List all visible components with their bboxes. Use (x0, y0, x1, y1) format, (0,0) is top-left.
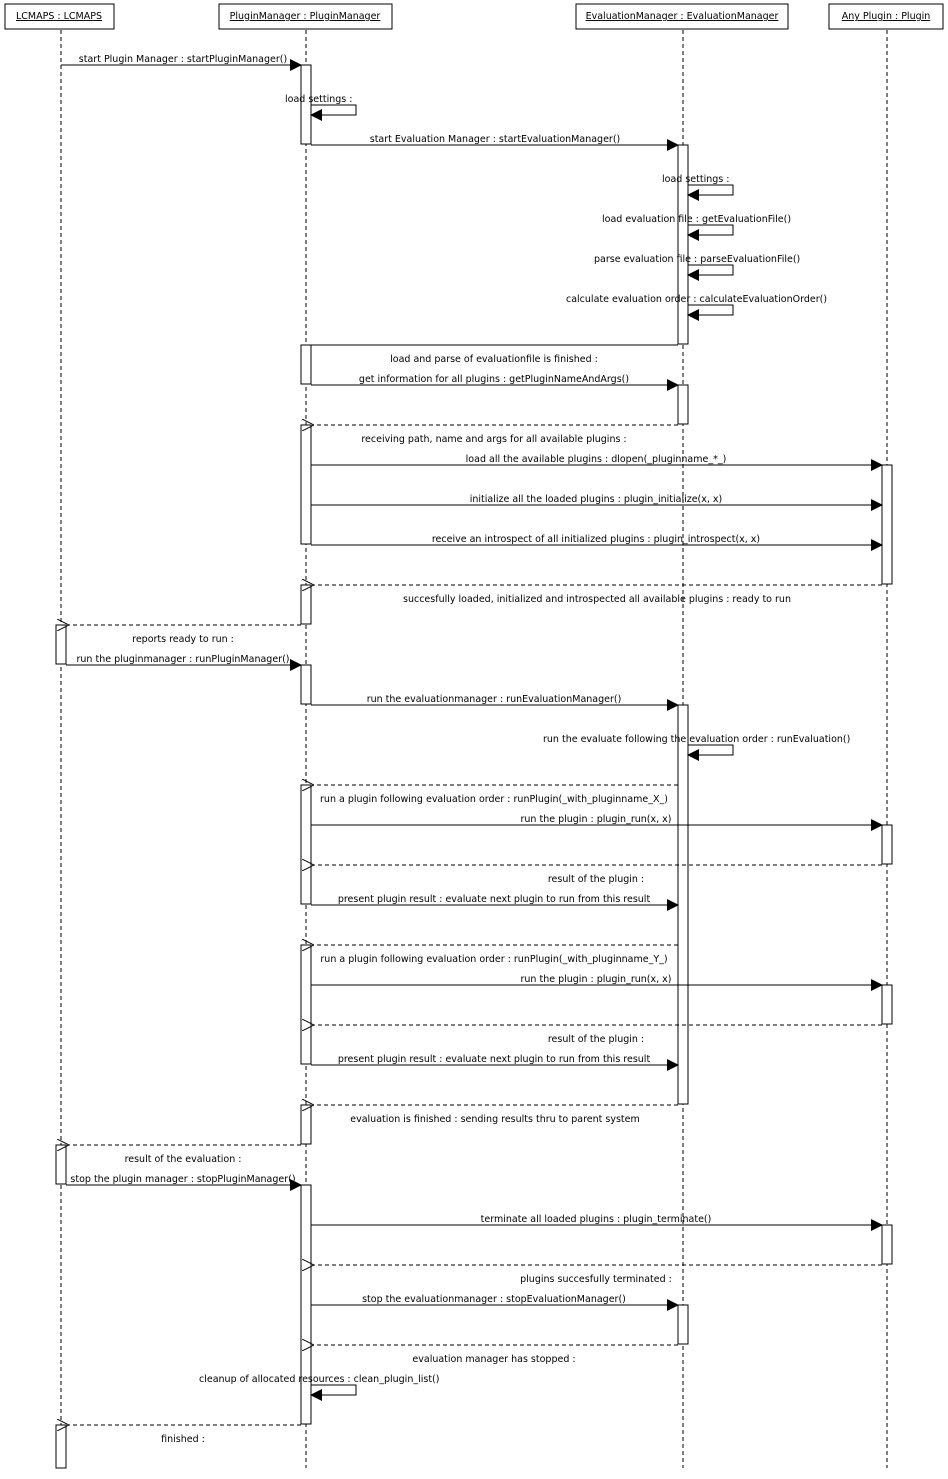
participant-label: Any Plugin : Plugin (842, 11, 931, 22)
message-label: stop the evaluationmanager : stopEvaluat… (362, 1294, 626, 1305)
activation-bar (677, 704, 689, 1105)
message-label: evaluation is finished : sending results… (350, 1114, 639, 1125)
message-label: run the evaluationmanager : runEvaluatio… (367, 694, 622, 705)
message-label: reports ready to run : (132, 634, 234, 645)
activation-bars (55, 64, 893, 1469)
message-label: present plugin result : evaluate next pl… (338, 1054, 651, 1065)
activation-bar (300, 784, 312, 905)
activation-bar (55, 1144, 67, 1185)
lifelines (60, 30, 888, 1468)
participant-lcmaps[interactable]: LCMAPS : LCMAPS (4, 3, 115, 30)
message-arrow (687, 264, 734, 281)
activation-bar (300, 1104, 312, 1145)
activation-bar (300, 424, 312, 545)
participant-label: LCMAPS : LCMAPS (16, 11, 102, 22)
message-arrow (310, 1384, 357, 1401)
message-label: parse evaluation file : parseEvaluationF… (594, 254, 800, 265)
activation-bar (300, 344, 312, 385)
message-label: finished : (161, 1434, 205, 1445)
message-label: result of the plugin : (548, 1034, 644, 1045)
message-label: result of the plugin : (548, 874, 644, 885)
activation-bar (677, 144, 689, 345)
message-label: load and parse of evaluationfile is fini… (390, 354, 598, 365)
activation-bar (300, 584, 312, 625)
activation-bar (300, 1184, 312, 1425)
participant-plugin-manager[interactable]: PluginManager : PluginManager (218, 3, 393, 30)
message-label: succesfully loaded, initialized and intr… (403, 594, 791, 605)
activation-bar (677, 1304, 689, 1345)
message-label: calculate evaluation order : calculateEv… (566, 294, 827, 305)
message-arrow (687, 744, 734, 761)
message-label: evaluation manager has stopped : (412, 1354, 575, 1365)
message-label: run the plugin : plugin_run(x, x) (521, 814, 672, 825)
message-label: load settings : (662, 174, 729, 185)
message-label: load evaluation file : getEvaluationFile… (602, 214, 791, 225)
message-label: start Plugin Manager : startPluginManage… (79, 54, 287, 65)
message-arrow (687, 224, 734, 241)
message-label: initialize all the loaded plugins : plug… (470, 494, 723, 505)
participant-any-plugin[interactable]: Any Plugin : Plugin (828, 3, 944, 30)
message-label: run the pluginmanager : runPluginManager… (77, 654, 290, 665)
message-label: load settings : (285, 94, 352, 105)
message-label: run the evaluate following the evaluatio… (543, 734, 850, 745)
activation-bar (881, 984, 893, 1025)
messages: start Plugin Manager : startPluginManage… (61, 54, 883, 1445)
activation-bar (881, 464, 893, 585)
activation-bar (881, 824, 893, 865)
message-label: receiving path, name and args for all av… (361, 434, 626, 445)
message-label: load all the available plugins : dlopen(… (466, 454, 727, 465)
message-label: start Evaluation Manager : startEvaluati… (370, 134, 620, 145)
participant-evaluation-manager[interactable]: EvaluationManager : EvaluationManager (575, 3, 789, 30)
message-arrow (687, 304, 734, 321)
activation-bar (300, 664, 312, 705)
participant-label: PluginManager : PluginManager (230, 11, 381, 22)
message-label: cleanup of allocated resources : clean_p… (199, 1374, 439, 1385)
message-label: result of the evaluation : (125, 1154, 242, 1165)
message-label: receive an introspect of all initialized… (432, 534, 760, 545)
message-label: run the plugin : plugin_run(x, x) (521, 974, 672, 985)
activation-bar (300, 944, 312, 1065)
activation-bar (55, 624, 67, 665)
message-label: present plugin result : evaluate next pl… (338, 894, 651, 905)
message-label: run a plugin following evaluation order … (320, 954, 667, 965)
message-label: plugins succesfully terminated : (520, 1274, 672, 1285)
message-label: stop the plugin manager : stopPluginMana… (70, 1174, 295, 1185)
message-label: run a plugin following evaluation order … (320, 794, 668, 805)
message-label: terminate all loaded plugins : plugin_te… (481, 1214, 712, 1225)
message-arrow (310, 104, 357, 121)
participant-label: EvaluationManager : EvaluationManager (586, 11, 779, 22)
activation-bar (881, 1224, 893, 1265)
activation-bar (677, 384, 689, 425)
message-arrow (687, 184, 734, 201)
activation-bar (55, 1424, 67, 1469)
message-label: get information for all plugins : getPlu… (359, 374, 629, 385)
